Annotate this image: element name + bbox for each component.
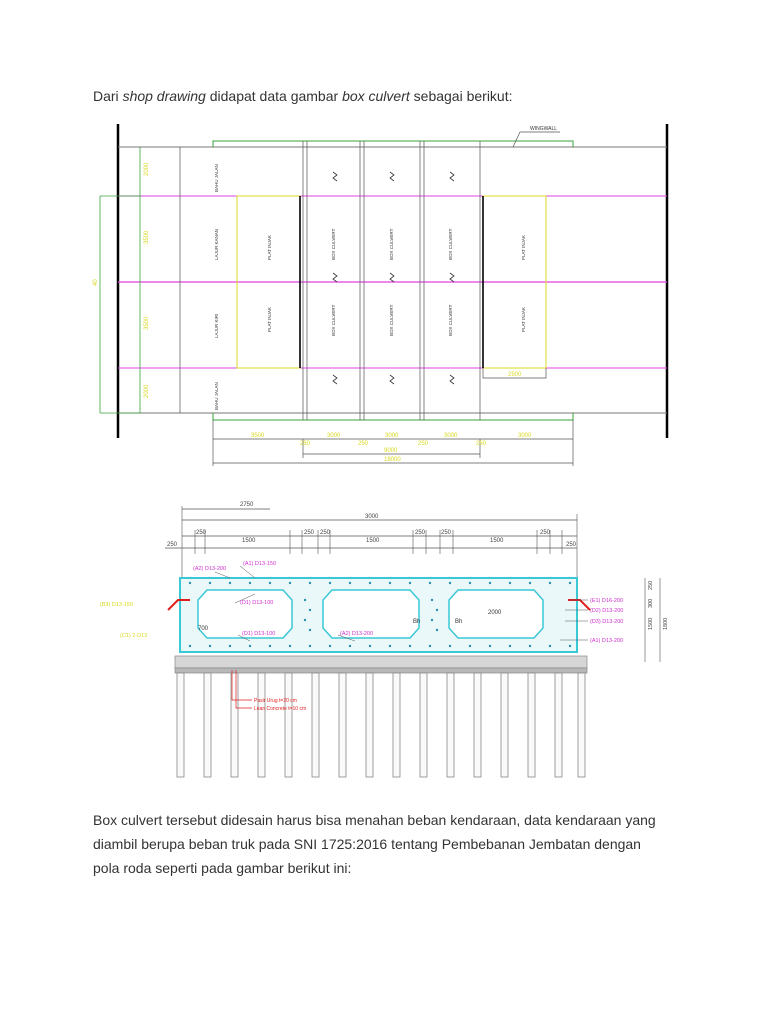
plan-drawing: WINGWALL 2000 3500 3500 2000 40 BAHU JAL…: [93, 124, 669, 466]
bottom-dim: 250: [476, 441, 487, 447]
sub-dim: 1500: [366, 538, 380, 544]
rebar-label-left: (A1) D13-150: [243, 561, 276, 567]
right-dim: 1500: [648, 618, 654, 630]
sub-dim: 250: [415, 530, 426, 536]
sub-dim: 250: [566, 542, 577, 548]
sub-dim: 250: [320, 530, 331, 536]
bottom-dim: 3500: [251, 433, 265, 439]
plat-injak-label: PLAT INJAK: [521, 235, 526, 260]
box-culvert-label: BOX CULVERT: [331, 304, 336, 336]
sub-dim: 1500: [242, 538, 256, 544]
bottom-dim: 250: [358, 441, 369, 447]
sub-dim: 250: [167, 542, 178, 548]
plat-injak-label: PLAT INJAK: [267, 235, 272, 260]
box-culvert-label: BOX CULVERT: [389, 228, 394, 260]
box-culvert-label: BOX CULVERT: [448, 304, 453, 336]
row-dim-4: 2000: [144, 384, 150, 398]
top-dim-2750: 2750: [240, 502, 254, 508]
rebar-label-left: (D1) D13-100: [240, 600, 273, 606]
intro-text: didapat data gambar: [205, 88, 343, 104]
intro-text: sebagai berikut:: [409, 88, 513, 104]
rebar-label-left: (A2) D13-200: [193, 566, 226, 572]
bh-label: Bh: [413, 619, 420, 625]
rebar-label-right: (A1) D13-200: [590, 638, 623, 644]
box-culvert-label: BOX CULVERT: [448, 228, 453, 260]
row-dim-3: 3500: [144, 316, 150, 330]
rebar-label-right: (D2) D13-200: [590, 608, 623, 614]
row-dim-2: 3500: [144, 230, 150, 244]
plat-dim: 2500: [508, 372, 522, 378]
intro-text: Dari: [93, 88, 123, 104]
description-paragraph: Box culvert tersebut didesain harus bisa…: [93, 808, 693, 880]
intro-paragraph: Dari shop drawing didapat data gambar bo…: [93, 84, 513, 108]
row-dim-1: 2000: [144, 162, 150, 176]
rebar-label-right: (D3) D13-200: [590, 619, 623, 625]
row-label-bahu-jalan-top: BAHU JALAN: [214, 164, 219, 192]
row-label-bahu-jalan-bottom: BAHU JALAN: [214, 382, 219, 410]
intro-term-box-culvert: box culvert: [342, 88, 410, 104]
haunch-label: (B3) D13-150: [100, 602, 133, 608]
intro-term-shop-drawing: shop drawing: [122, 88, 206, 104]
row-label-lajur-kiri: LAJUR KIRI: [214, 314, 219, 338]
rebar-label-right: (E1) D16-200: [590, 598, 623, 604]
bottom-dim: 250: [418, 441, 429, 447]
dim-2000: 2000: [488, 610, 502, 616]
rebar-label-left: (A2) D13-200: [340, 631, 373, 637]
bottom-dim: 3000: [385, 433, 399, 439]
sub-dim: 250: [304, 530, 315, 536]
wingwall-label: WINGWALL: [530, 126, 557, 132]
paragraph-line: diambil berupa beban truk pada SNI 1725:…: [93, 836, 641, 852]
total-dim: 18000: [384, 457, 401, 463]
sub-dim: 1500: [490, 538, 504, 544]
bottom-dim: 3000: [444, 433, 458, 439]
paragraph-line: Box culvert tersebut didesain harus bisa…: [93, 812, 656, 828]
dim-700: 700: [198, 626, 209, 632]
sub-dim: 250: [540, 530, 551, 536]
bottom-dim: 3000: [327, 433, 341, 439]
bottom-dim: 3000: [518, 433, 532, 439]
haunch-label: (C1) 2-D13: [120, 633, 147, 639]
box-culvert-label: BOX CULVERT: [331, 228, 336, 260]
right-dim: 250: [648, 581, 654, 590]
bottom-dim: 250: [300, 441, 311, 447]
sub-dim: 250: [196, 530, 207, 536]
section-drawing: 2750 3000 250 250 1500 250 250 1500 250 …: [100, 502, 669, 778]
plat-injak-label: PLAT INJAK: [521, 307, 526, 332]
right-dim: 1800: [663, 618, 669, 630]
sub-dim: 250: [441, 530, 452, 536]
note-pasir-urug: Pasir Urug t=20 cm: [254, 698, 297, 704]
rebar-label-left: (D1) D13-100: [242, 631, 275, 637]
row-label-lajur-kanan: LAJUR KANAN: [214, 229, 219, 260]
box-culvert-label: BOX CULVERT: [389, 304, 394, 336]
sub-total-dim: 9000: [384, 448, 398, 454]
right-dim: 300: [648, 599, 654, 608]
note-lean-concrete: Lean Concrete t=10 cm: [254, 706, 306, 712]
paragraph-line: pola roda seperti pada gambar berikut in…: [93, 860, 352, 876]
plat-injak-label: PLAT INJAK: [267, 307, 272, 332]
side-dim: 40: [93, 279, 99, 286]
bh-label: Bh: [455, 619, 462, 625]
top-dim-3000: 3000: [365, 514, 379, 520]
